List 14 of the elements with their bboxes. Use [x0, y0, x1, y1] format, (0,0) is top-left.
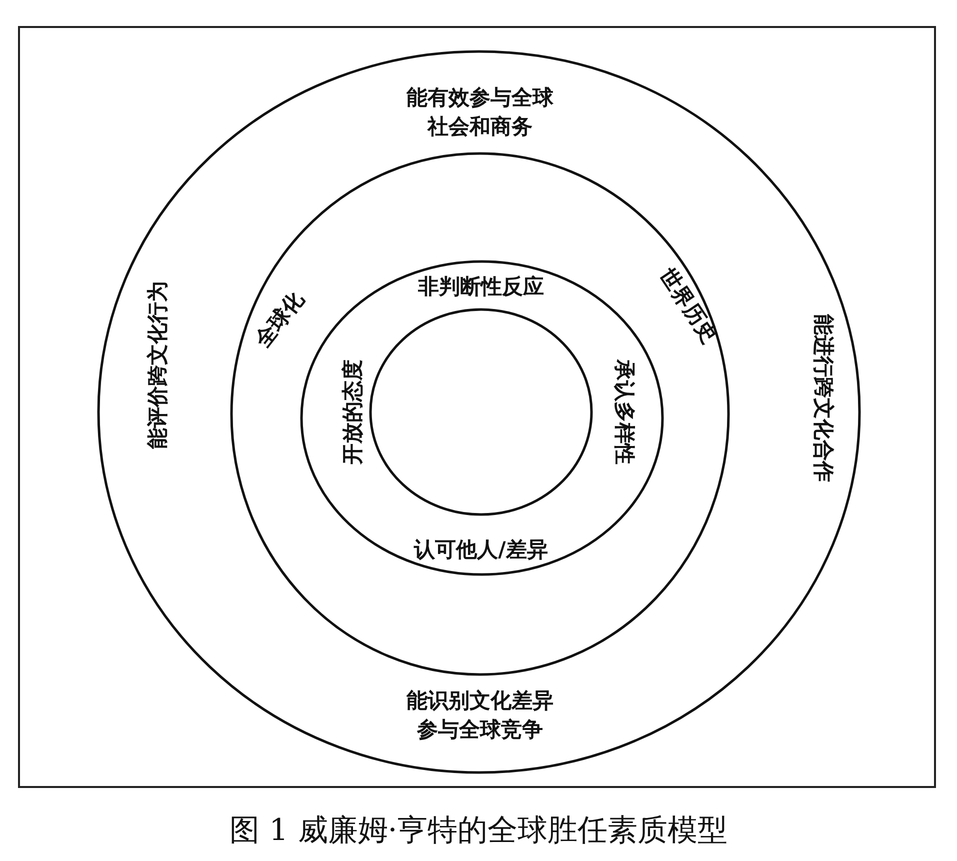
- ring-circle: [230, 152, 730, 676]
- ring-label: 世界历史: [654, 263, 723, 350]
- ring-label: 开放的态度: [339, 358, 366, 467]
- core-circle: [369, 308, 593, 516]
- ring-label: 全球化: [250, 286, 310, 354]
- ring-circle: [97, 50, 861, 774]
- ring-label: 能进行跨文化合作: [810, 313, 837, 484]
- ring-label: 能评价跨文化行为: [144, 280, 170, 451]
- figure-caption: 图 1 威廉姆·亨特的全球胜任素质模型: [228, 812, 728, 850]
- ring-label: 承认多样性: [612, 358, 638, 466]
- ring-label: 认可他人/差异: [412, 536, 549, 564]
- ring-label: 能有效参与全球社会和商务: [406, 84, 554, 141]
- ring-label: 能识别文化差异参与全球竞争: [406, 688, 554, 744]
- ring-label: 非判断性反应: [417, 273, 545, 300]
